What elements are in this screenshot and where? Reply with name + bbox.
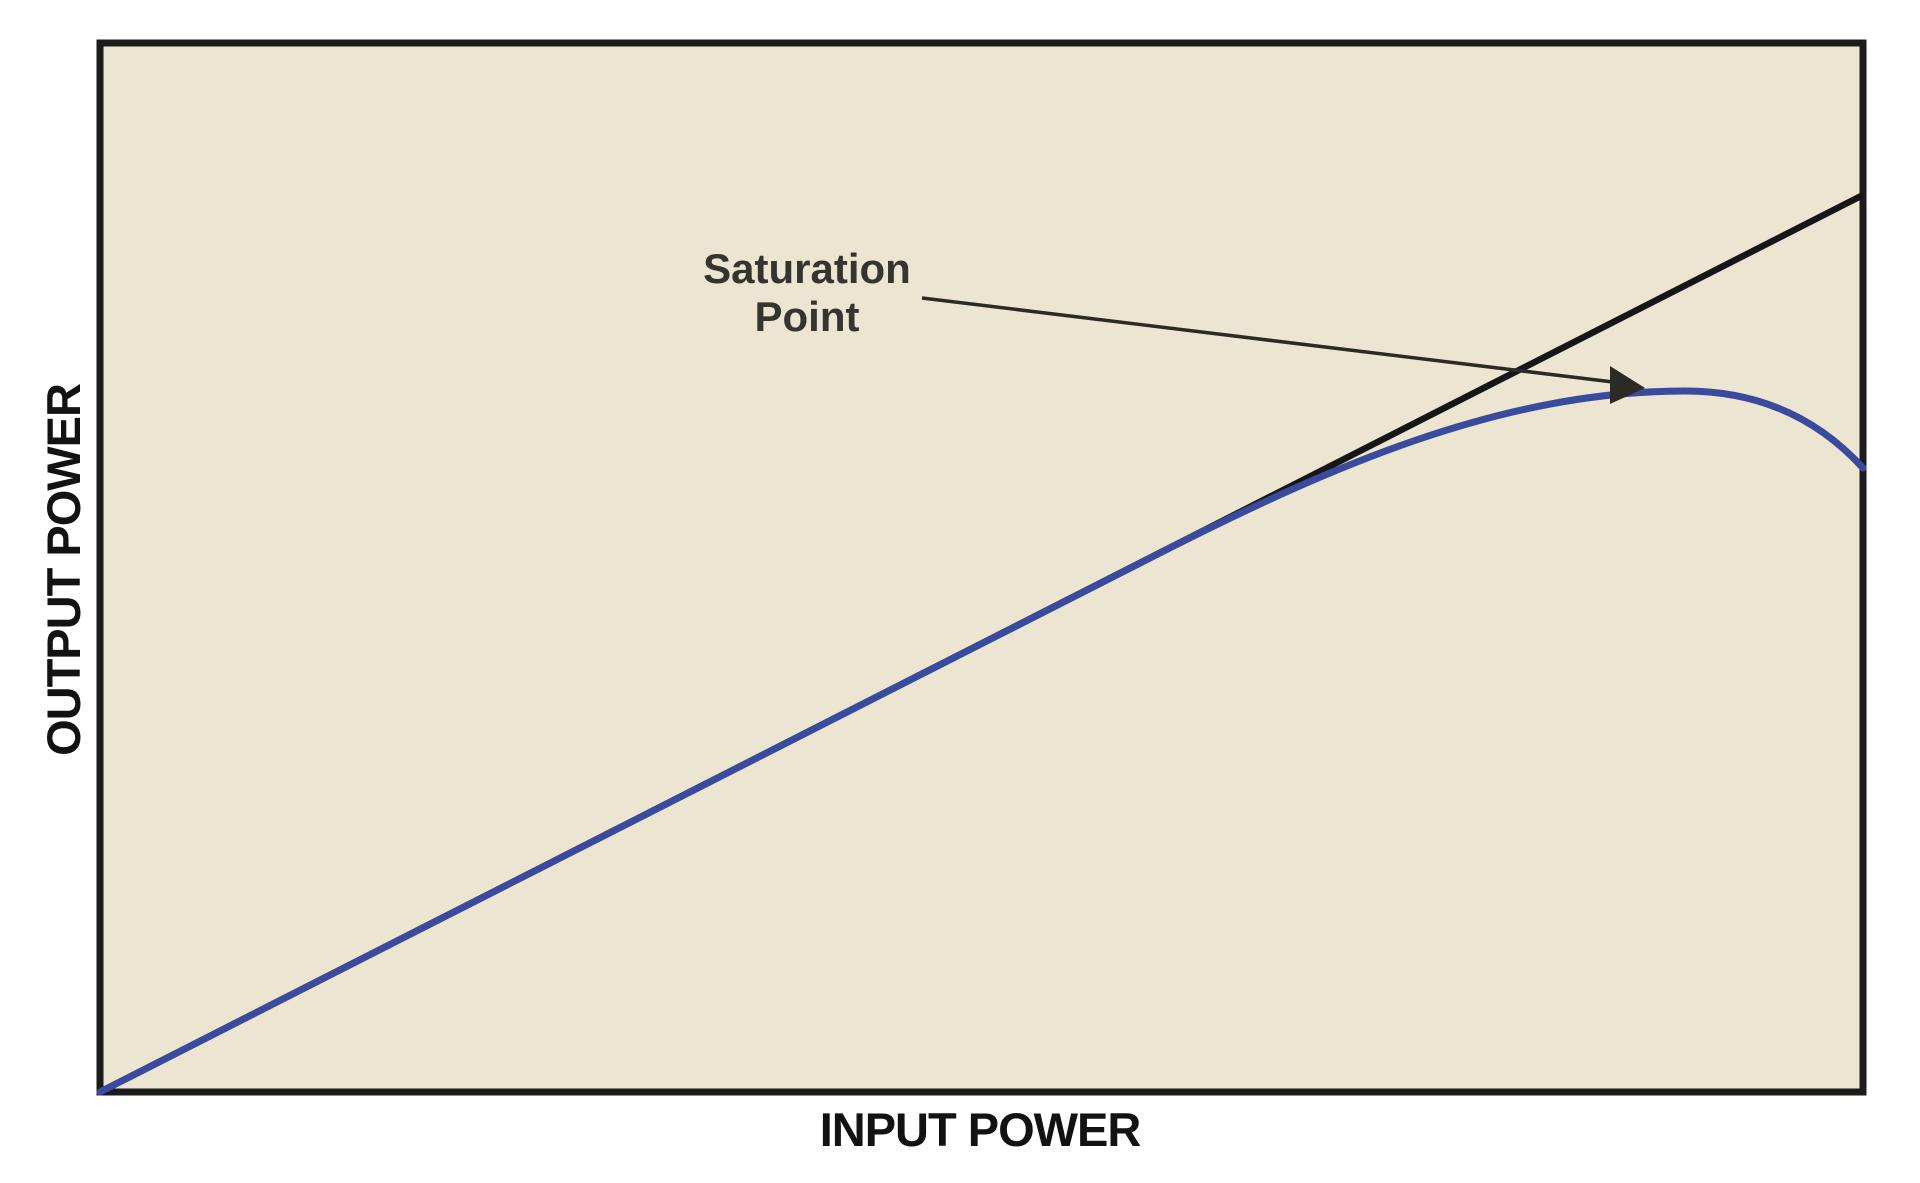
amplifier-output-curve bbox=[96, 387, 1867, 1096]
y-axis-label: OUTPUT POWER bbox=[37, 384, 90, 756]
annotation-line-2: Point bbox=[754, 293, 860, 340]
saturation-point-annotation: Saturation Point bbox=[703, 245, 911, 341]
annotation-line-1: Saturation bbox=[703, 245, 911, 292]
annotation-leader-line bbox=[921, 296, 1614, 384]
plot-area bbox=[96, 39, 1867, 1096]
x-axis-label: INPUT POWER bbox=[819, 1103, 1142, 1156]
arrowhead-icon bbox=[1610, 366, 1645, 404]
